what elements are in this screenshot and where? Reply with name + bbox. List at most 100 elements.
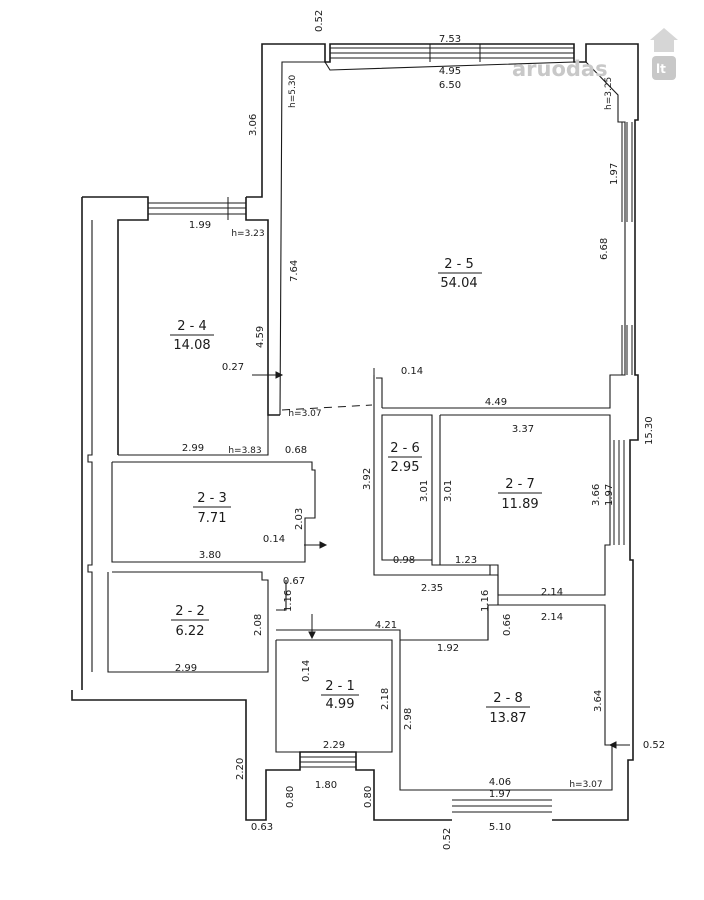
corridor-wall-2 (276, 580, 287, 611)
dim-label: 7.53 (439, 34, 461, 45)
corridor-wall (276, 629, 401, 640)
walls (71, 43, 639, 821)
opening-dashed-line (281, 404, 373, 411)
dim-label: 3.37 (512, 424, 534, 435)
room-2-4-east-wall (245, 197, 280, 416)
window-east-middle (621, 325, 633, 375)
dim-label: 3.01 (419, 480, 430, 502)
watermark-brand: aruodas (512, 57, 608, 81)
outer-wall-west-top (82, 196, 149, 455)
room-2-3-walls (111, 461, 316, 563)
dim-label: 1.97 (604, 484, 615, 506)
room-area: 13.87 (489, 711, 526, 726)
room-id: 2 - 7 (505, 477, 535, 492)
dimension-labels: 0.52 7.53 4.95 6.50 3.06 h=5.30 h=3.25 1… (175, 10, 665, 850)
room-id: 2 - 1 (325, 679, 355, 694)
dim-label: 2.18 (380, 688, 391, 710)
dim-label: 7.64 (289, 260, 300, 282)
dim-label: 4.95 (439, 66, 461, 77)
dim-label: 5.10 (489, 822, 511, 833)
dim-label: 3.06 (248, 114, 259, 136)
window-east-upper (621, 122, 633, 222)
dimension-arrows (252, 368, 630, 749)
dim-label: 0.14 (401, 366, 423, 377)
dim-label: 6.50 (439, 80, 461, 91)
dim-label: 0.98 (393, 555, 415, 566)
room-area: 14.08 (173, 338, 210, 353)
room-id: 2 - 2 (175, 604, 205, 619)
dim-label: 0.63 (251, 822, 273, 833)
room-area: 6.22 (176, 624, 205, 639)
dim-label: 0.80 (363, 786, 374, 808)
outer-wall-south-west (71, 690, 452, 821)
dim-label: 0.80 (285, 786, 296, 808)
room-area: 11.89 (501, 497, 538, 512)
height-label: h=3.07 (569, 780, 602, 790)
window-room-2-8 (452, 799, 552, 813)
dim-label: 4.49 (485, 397, 507, 408)
outer-wall-north (246, 43, 639, 821)
dim-label: 0.52 (643, 740, 665, 751)
dim-label: 0.68 (285, 445, 307, 456)
dim-label: 1.97 (489, 789, 511, 800)
dim-label: 3.01 (443, 480, 454, 502)
room-2-4-south-wall (118, 415, 269, 456)
room-area: 4.99 (326, 697, 355, 712)
dim-label: 1.97 (609, 163, 620, 185)
dim-label: 0.14 (263, 534, 285, 545)
watermark-logo: aruodas lt (512, 28, 678, 81)
room-2-8-label: 2 - 8 13.87 (486, 691, 530, 726)
height-label: h=5.30 (288, 74, 298, 108)
dim-label: 2.03 (294, 508, 305, 530)
room-id: 2 - 3 (197, 491, 227, 506)
dim-label: 0.27 (222, 362, 244, 373)
room-2-1-walls (275, 639, 393, 753)
dim-label: 3.66 (591, 484, 602, 506)
window-north (330, 44, 574, 62)
dim-label: 0.52 (314, 10, 325, 32)
dim-label: 4.21 (375, 620, 397, 631)
dim-label: 0.52 (442, 828, 453, 850)
dim-label: 2.35 (421, 583, 443, 594)
room-2-1-label: 2 - 1 4.99 (321, 679, 359, 712)
dim-label: 2.99 (182, 443, 204, 454)
window-east-room-2-7 (613, 440, 625, 545)
dim-label: 4.59 (255, 326, 266, 348)
dim-label: 2.99 (175, 663, 197, 674)
height-label: h=3.25 (604, 77, 614, 110)
room-id: 2 - 4 (177, 319, 207, 334)
dim-label: 0.66 (502, 614, 513, 636)
dim-label: 2.08 (253, 614, 264, 636)
room-area: 54.04 (440, 276, 477, 291)
strip-inner-wall (87, 220, 93, 672)
height-label: h=3.07 (288, 409, 321, 419)
dim-label: 2.20 (235, 758, 246, 780)
room-id: 2 - 6 (390, 441, 420, 456)
room-2-3-label: 2 - 3 7.71 (193, 491, 231, 526)
room-2-6-label: 2 - 6 2.95 (388, 441, 422, 475)
room-area: 2.95 (391, 460, 420, 475)
window-room-2-4 (148, 197, 246, 220)
room-2-2-label: 2 - 2 6.22 (171, 604, 209, 639)
room-2-5-inner-wall (279, 61, 626, 416)
dim-label: 2.29 (323, 740, 345, 751)
dim-label: 15.30 (644, 416, 655, 445)
room-2-2-walls (107, 571, 269, 673)
height-label: h=3.83 (228, 446, 261, 456)
room-2-6-inner (376, 377, 383, 408)
dim-label: 3.64 (593, 690, 604, 712)
height-label: h=3.23 (231, 229, 264, 239)
watermark-domain: lt (656, 62, 666, 76)
room-2-4-label: 2 - 4 14.08 (170, 319, 214, 353)
dim-label: 1.80 (315, 780, 337, 791)
room-area: 7.71 (198, 511, 227, 526)
corridor-wall-3 (487, 574, 499, 640)
dim-label: 2.14 (541, 612, 563, 623)
dim-label: 0.14 (301, 660, 312, 682)
dim-label: 0.67 (283, 576, 305, 587)
dim-label: 1.16 (283, 590, 294, 612)
dim-label: 1.23 (455, 555, 477, 566)
room-id: 2 - 8 (493, 691, 523, 706)
room-2-5-label: 2 - 5 54.04 (438, 257, 482, 291)
